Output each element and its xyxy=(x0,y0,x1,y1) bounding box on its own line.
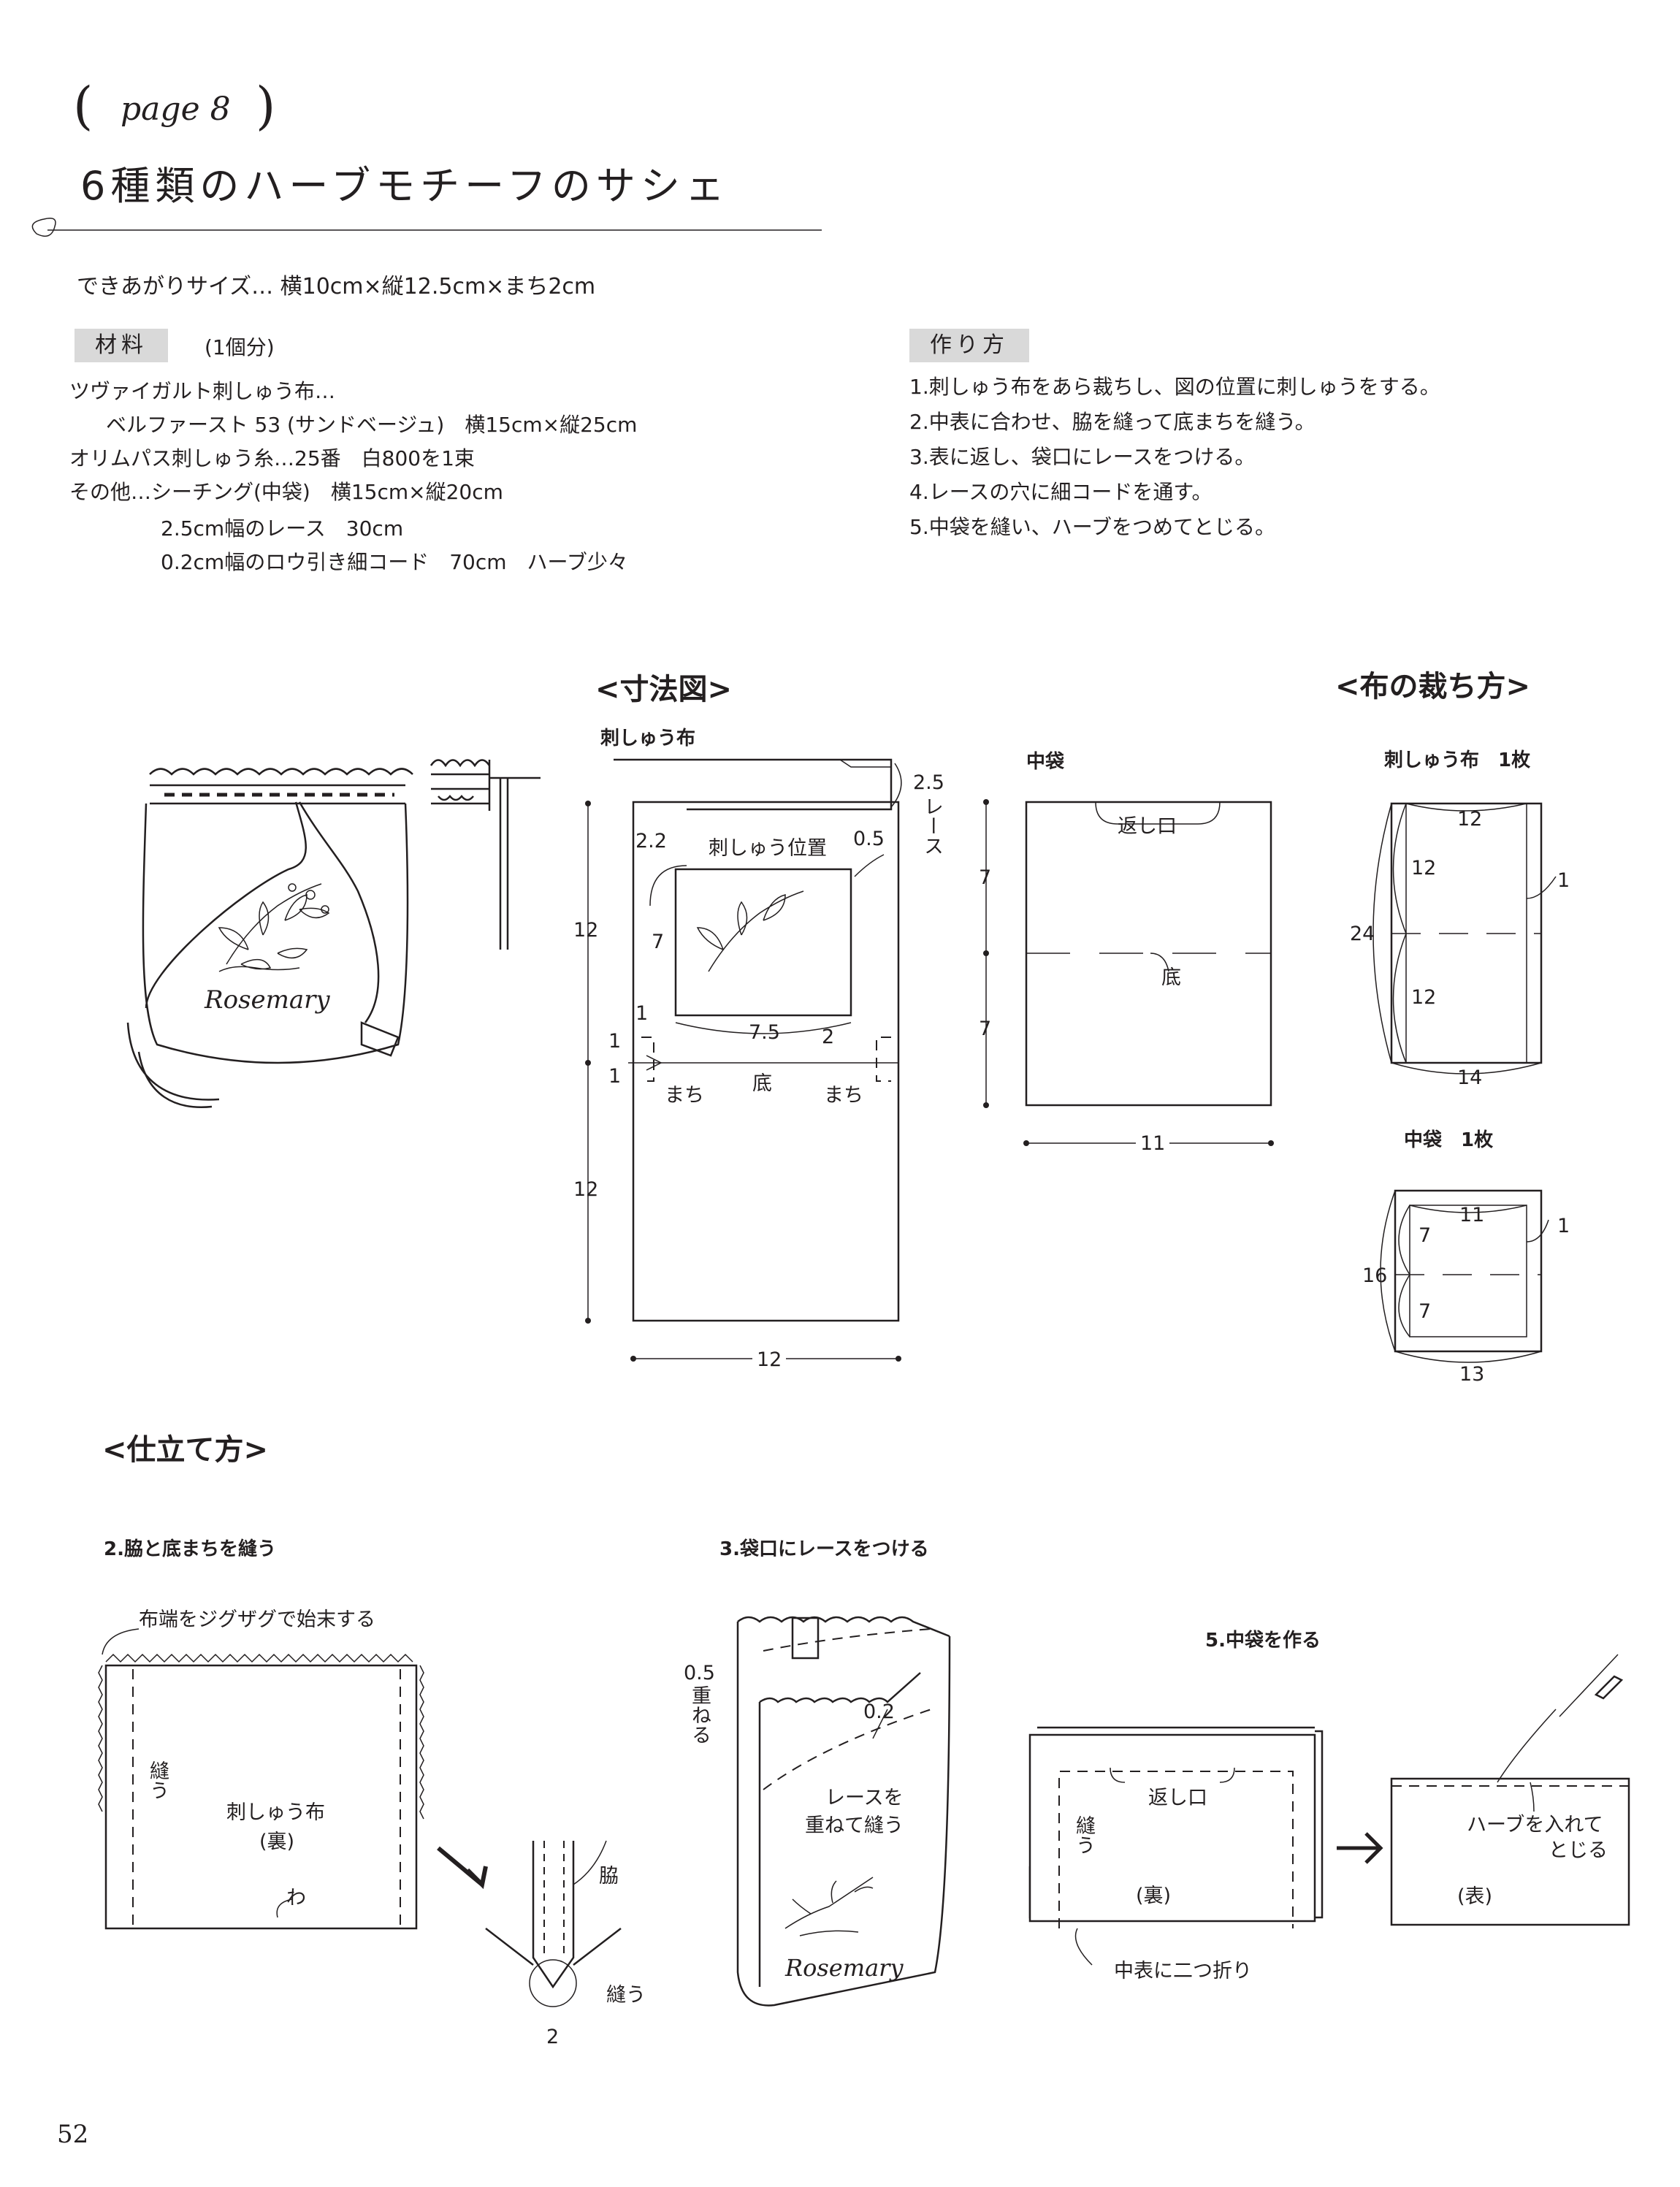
dim-1c: 1 xyxy=(608,1065,622,1088)
dimension-heading: <寸法図> xyxy=(595,673,733,706)
return-opening-label: 返し口 xyxy=(1148,1787,1207,1809)
dim-embroidery-position: 刺しゅう位置 xyxy=(709,837,827,860)
lace-note-1: レースを xyxy=(825,1787,904,1809)
herb-note-1: ハーブを入れて xyxy=(1467,1814,1603,1836)
assembly-step3: Rosemary xyxy=(736,1616,951,2007)
cut-inner-bottom: 13 xyxy=(1459,1363,1485,1386)
dim-gusset-left: まち xyxy=(665,1084,704,1107)
cut-inner-b: 7 xyxy=(1419,1300,1432,1323)
cut-fabric-top: 12 xyxy=(1457,808,1483,831)
rosemary-text-2: Rosemary xyxy=(784,1954,904,1982)
material-line: ベルファースト 53 (サンドベージュ) 横15cm×縦25cm xyxy=(106,413,638,437)
cut-fabric-b: 12 xyxy=(1411,986,1437,1009)
cut-fabric xyxy=(1372,802,1557,1075)
dim-1b: 1 xyxy=(608,1030,622,1053)
materials-tag: 材料 xyxy=(75,329,168,362)
cord-detail xyxy=(429,759,541,950)
method-tag: 作り方 xyxy=(909,329,1029,362)
page-title: 6種類のハーブモチーフのサシェ xyxy=(80,163,730,209)
page-paren-open: ( xyxy=(73,76,93,136)
inner-w: 11 xyxy=(1136,1134,1170,1153)
sew3-label: 縫う xyxy=(1072,1815,1095,1855)
dim-lace-width: 2.5 xyxy=(913,771,944,794)
assembly-step5 xyxy=(1028,1654,1630,1966)
side-label: 脇 xyxy=(599,1865,619,1888)
material-line: オリムパス刺しゅう糸…25番 白800を1束 xyxy=(69,446,475,470)
dim-lace-label: レース xyxy=(920,796,943,855)
page-number-label: page 8 xyxy=(121,91,231,128)
step2-title: 2.脇と底まちを縫う xyxy=(104,1538,276,1560)
assembly-step2 xyxy=(98,1628,622,2007)
materials-qty: (1個分) xyxy=(205,335,275,359)
cut-fabric-a: 12 xyxy=(1411,857,1437,879)
dim-height-bottom: 12 xyxy=(573,1178,599,1201)
dim-2: 2 xyxy=(822,1026,835,1048)
inner-h1: 7 xyxy=(979,866,992,889)
back3-label: (裏) xyxy=(1136,1885,1172,1907)
overlap-num: 0.5 xyxy=(684,1662,715,1684)
rosemary-text: Rosemary xyxy=(204,985,330,1015)
fabric-label: 刺しゅう布 xyxy=(600,728,696,749)
dim-bottom: 底 xyxy=(752,1072,772,1095)
inner-h2: 7 xyxy=(979,1018,992,1040)
inner-bag-label: 中袋 xyxy=(1026,751,1065,773)
dim-fabric xyxy=(585,758,902,1362)
dim-height-top: 12 xyxy=(573,919,599,942)
fold-note: 中表に二つ折り xyxy=(1114,1960,1252,1982)
inner-return-opening: 返し口 xyxy=(1118,815,1177,838)
lace-note-2: 重ねて縫う xyxy=(805,1814,904,1837)
cut-fabric-title: 刺しゅう布 1枚 xyxy=(1384,749,1531,771)
assembly-heading: <仕立て方> xyxy=(102,1433,269,1467)
page-paren-close: ) xyxy=(256,76,276,136)
step5-title: 5.中袋を作る xyxy=(1205,1630,1321,1652)
front-label: (表) xyxy=(1457,1885,1493,1908)
cut-inner-a: 7 xyxy=(1419,1224,1432,1247)
fold-label: わ xyxy=(286,1887,306,1909)
inner-bottom: 底 xyxy=(1161,966,1181,989)
page-folio: 52 xyxy=(57,2120,89,2149)
dim-1a: 1 xyxy=(635,1002,649,1025)
dim-gusset-right: まち xyxy=(824,1084,863,1107)
method-step: 3.表に返し、袋口にレースをつける。 xyxy=(909,445,1256,469)
material-line: ツヴァイガルト刺しゅう布… xyxy=(69,379,336,403)
dim-pos-offset: 2.2 xyxy=(635,830,667,852)
method-step: 5.中袋を縫い、ハーブをつめてとじる。 xyxy=(909,515,1276,539)
cutting-heading: <布の裁ち方> xyxy=(1335,670,1531,703)
cut-inner-top: 11 xyxy=(1459,1204,1485,1226)
cut-fabric-margin: 1 xyxy=(1557,869,1570,892)
back-label: (裏) xyxy=(259,1831,295,1853)
method-step: 1.刺しゅう布をあら裁ちし、図の位置に刺しゅうをする。 xyxy=(909,375,1440,399)
embroidery-motif xyxy=(218,883,330,972)
overlap-label: 重ねる xyxy=(688,1685,711,1744)
sachet-illustration: Rosemary xyxy=(126,768,413,1108)
cut-inner xyxy=(1380,1189,1549,1363)
zigzag-note: 布端をジグザグで始末する xyxy=(139,1608,375,1631)
gusset-num: 2 xyxy=(546,2026,560,2048)
dim-emb-width: 7.5 xyxy=(749,1021,780,1044)
method-step: 2.中表に合わせ、脇を縫って底まちを縫う。 xyxy=(909,410,1316,434)
dim-inner xyxy=(983,799,1274,1146)
material-line: 2.5cm幅のレース 30cm xyxy=(161,516,404,541)
material-line: その他…シーチング(中袋) 横15cm×縦20cm xyxy=(69,480,503,504)
cut-inner-title: 中袋 1枚 xyxy=(1404,1129,1494,1151)
finished-size: できあがりサイズ… 横10cm×縦12.5cm×まち2cm xyxy=(77,274,596,299)
dim-lace-offset: 0.5 xyxy=(853,828,885,850)
step3-title: 3.袋口にレースをつける xyxy=(719,1538,929,1560)
lace-num: 0.2 xyxy=(863,1701,895,1723)
sew2-label: 縫う xyxy=(606,1984,646,2007)
cut-inner-margin: 1 xyxy=(1557,1215,1570,1237)
cut-inner-total: 16 xyxy=(1362,1264,1388,1287)
dim-emb-height: 7 xyxy=(652,931,665,953)
sew-label: 縫う xyxy=(146,1760,169,1800)
material-line: 0.2cm幅のロウ引き細コード 70cm ハーブ少々 xyxy=(161,550,628,574)
dim-width: 12 xyxy=(752,1350,787,1370)
fabric-back-label: 刺しゅう布 xyxy=(226,1801,325,1824)
cut-fabric-bottom: 14 xyxy=(1457,1066,1483,1089)
cut-fabric-total: 24 xyxy=(1350,923,1375,945)
herb-note-2: とじる xyxy=(1549,1839,1608,1862)
method-step: 4.レースの穴に細コードを通す。 xyxy=(909,480,1213,504)
